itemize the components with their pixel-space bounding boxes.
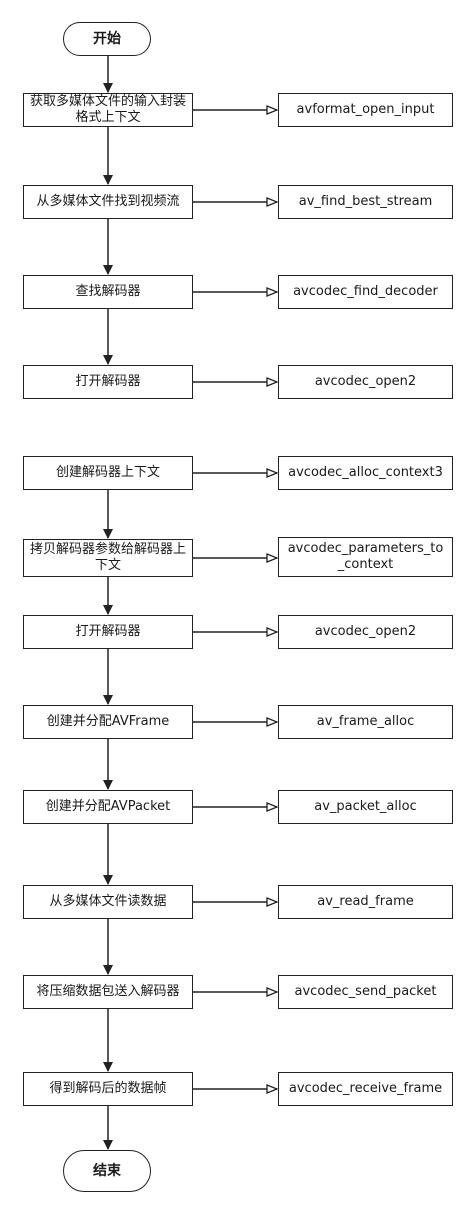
step-label: 从多媒体文件找到视频流 — [36, 194, 180, 209]
api-label: av_find_best_stream — [298, 194, 433, 209]
step-label: 拷贝解码器参数给解码器上下文 — [30, 542, 187, 573]
step-label: 将压缩数据包送入解码器 — [36, 984, 180, 999]
end-label: 结束 — [93, 1163, 121, 1179]
step-box: 从多媒体文件找到视频流 — [23, 185, 193, 219]
api-box: avcodec_find_decoder — [278, 275, 453, 309]
step-label: 创建并分配AVPacket — [45, 799, 171, 814]
end-node: 结束 — [63, 1150, 151, 1192]
step-label: 得到解码后的数据帧 — [49, 1081, 167, 1096]
step-box: 创建并分配AVFrame — [23, 705, 193, 739]
step-box: 查找解码器 — [23, 275, 193, 309]
api-box: avcodec_parameters_to_context — [278, 537, 453, 577]
api-label: avformat_open_input — [296, 102, 435, 117]
step-box: 将压缩数据包送入解码器 — [23, 975, 193, 1009]
step-box: 拷贝解码器参数给解码器上下文 — [23, 539, 193, 577]
api-box: av_find_best_stream — [278, 185, 453, 219]
step-label: 打开解码器 — [75, 624, 141, 639]
start-label: 开始 — [93, 31, 121, 47]
step-box: 创建解码器上下文 — [23, 456, 193, 490]
api-box: avcodec_open2 — [278, 615, 453, 649]
api-box: avformat_open_input — [278, 93, 453, 127]
api-box: av_packet_alloc — [278, 790, 453, 824]
step-label: 打开解码器 — [75, 374, 141, 389]
api-box: avcodec_send_packet — [278, 975, 453, 1009]
api-label: av_packet_alloc — [314, 799, 417, 814]
step-box: 创建并分配AVPacket — [23, 790, 193, 824]
step-label: 从多媒体文件读数据 — [49, 894, 167, 909]
step-box: 从多媒体文件读数据 — [23, 885, 193, 919]
api-label: avcodec_receive_frame — [288, 1081, 443, 1096]
api-label: av_read_frame — [317, 894, 414, 909]
step-label: 获取多媒体文件的输入封装格式上下文 — [30, 94, 187, 125]
step-box: 打开解码器 — [23, 365, 193, 399]
step-box: 得到解码后的数据帧 — [23, 1072, 193, 1106]
start-node: 开始 — [63, 22, 151, 56]
step-box: 打开解码器 — [23, 615, 193, 649]
api-box: avcodec_receive_frame — [278, 1072, 453, 1106]
api-label: avcodec_parameters_to_context — [287, 541, 444, 572]
api-label: avcodec_open2 — [314, 374, 417, 389]
api-box: av_frame_alloc — [278, 705, 453, 739]
step-box: 获取多媒体文件的输入封装格式上下文 — [23, 93, 193, 127]
api-label: av_frame_alloc — [316, 714, 415, 729]
step-label: 查找解码器 — [75, 284, 141, 299]
api-label: avcodec_find_decoder — [293, 284, 438, 299]
api-label: avcodec_send_packet — [294, 984, 437, 999]
api-box: avcodec_open2 — [278, 365, 453, 399]
api-box: av_read_frame — [278, 885, 453, 919]
api-label: avcodec_alloc_context3 — [288, 465, 443, 480]
step-label: 创建并分配AVFrame — [46, 714, 170, 729]
api-label: avcodec_open2 — [314, 624, 417, 639]
step-label: 创建解码器上下文 — [55, 465, 160, 480]
api-box: avcodec_alloc_context3 — [278, 456, 453, 490]
